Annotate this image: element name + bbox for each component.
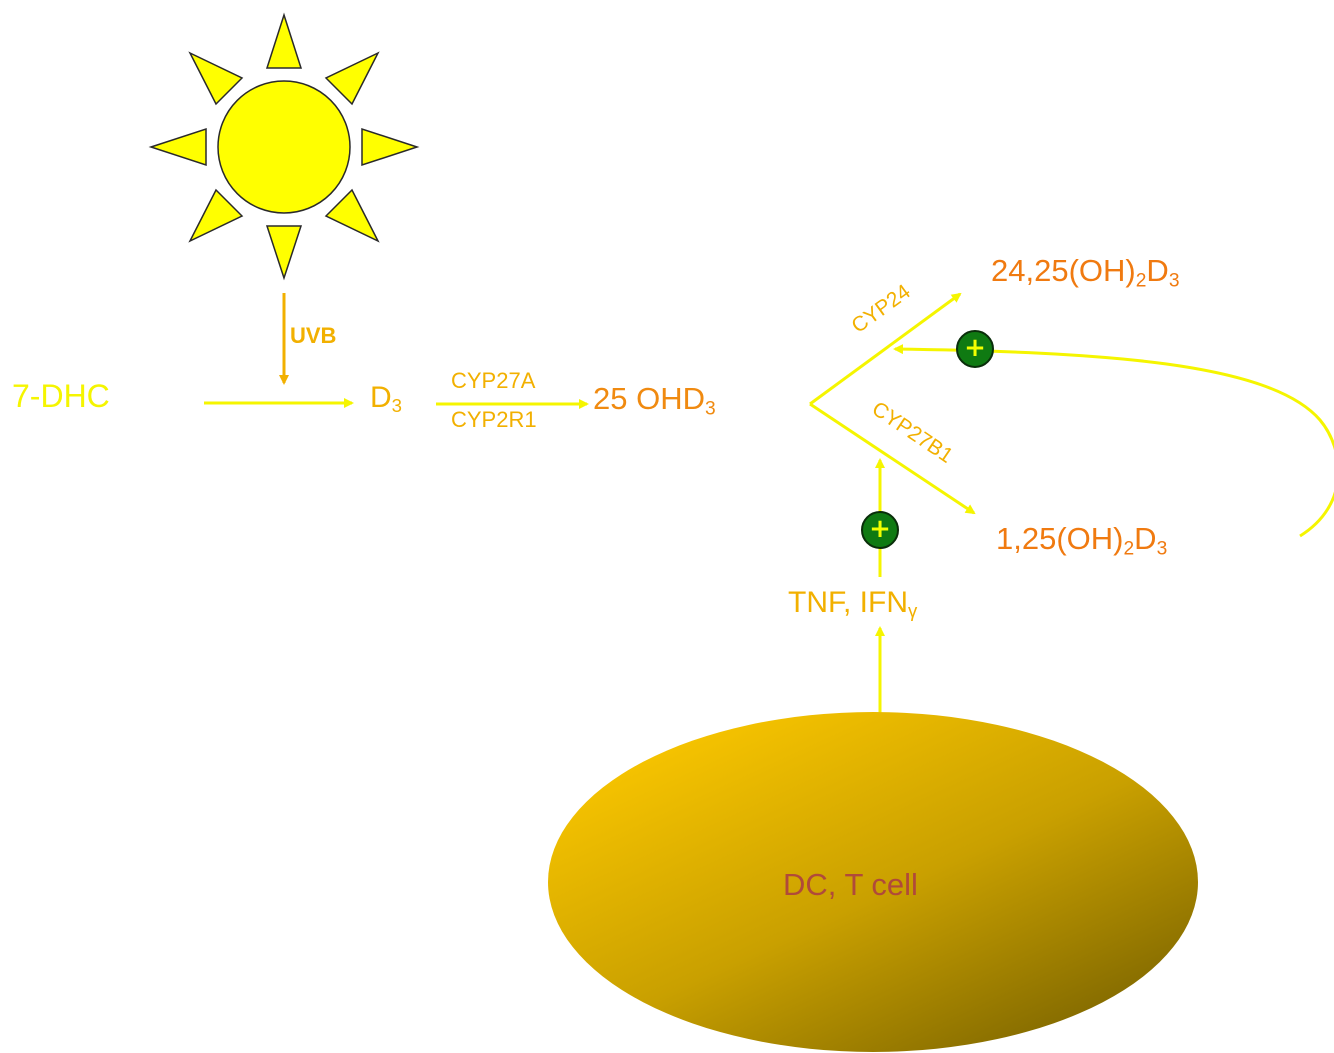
product-24-25-a: 24,25(OH) <box>991 253 1136 288</box>
d3-label: D3 <box>370 381 403 417</box>
product-1-25-a: 1,25(OH) <box>996 521 1124 556</box>
product-24-25-b: D <box>1146 253 1169 288</box>
product-24-25-sub2: 3 <box>1168 270 1180 292</box>
product-1-25-sub1: 2 <box>1123 538 1135 560</box>
sun-icon <box>148 12 420 281</box>
plus-circle-icon: + <box>956 330 994 368</box>
ohd3-sub: 3 <box>704 398 716 420</box>
product-1-25-label: 1,25(OH)2D3 <box>996 521 1167 558</box>
uvb-label: UVB <box>290 323 337 348</box>
cell-label: DC, T cell <box>783 867 918 902</box>
product-1-25-b: D <box>1134 521 1157 556</box>
d3-sub: 3 <box>391 395 403 417</box>
d3-main: D <box>370 381 392 414</box>
product-24-25-sub1: 2 <box>1135 270 1147 292</box>
cyp27b1-branch-arrow <box>809 402 976 515</box>
product-24-25-label: 24,25(OH)2D3 <box>991 253 1180 290</box>
ohd3-label: 25 OHD3 <box>593 381 716 418</box>
plus-circle-icon: + <box>861 511 899 549</box>
feedback-curve-arrow <box>893 344 1334 538</box>
cell-ellipse <box>548 712 1198 1052</box>
tnf-ifn-label: TNF, IFNγ <box>788 586 918 622</box>
cyp2r1-label: CYP2R1 <box>451 407 537 432</box>
tnf-ifn-sub: γ <box>908 600 918 622</box>
ohd3-main: 25 OHD <box>593 381 705 416</box>
cyp27a-label: CYP27A <box>451 368 536 393</box>
product-1-25-sub2: 3 <box>1156 538 1168 560</box>
seven-dhc-label: 7-DHC <box>12 378 110 414</box>
tnf-ifn-main: TNF, IFN <box>788 586 908 619</box>
cyp24-branch-arrow <box>809 292 962 406</box>
